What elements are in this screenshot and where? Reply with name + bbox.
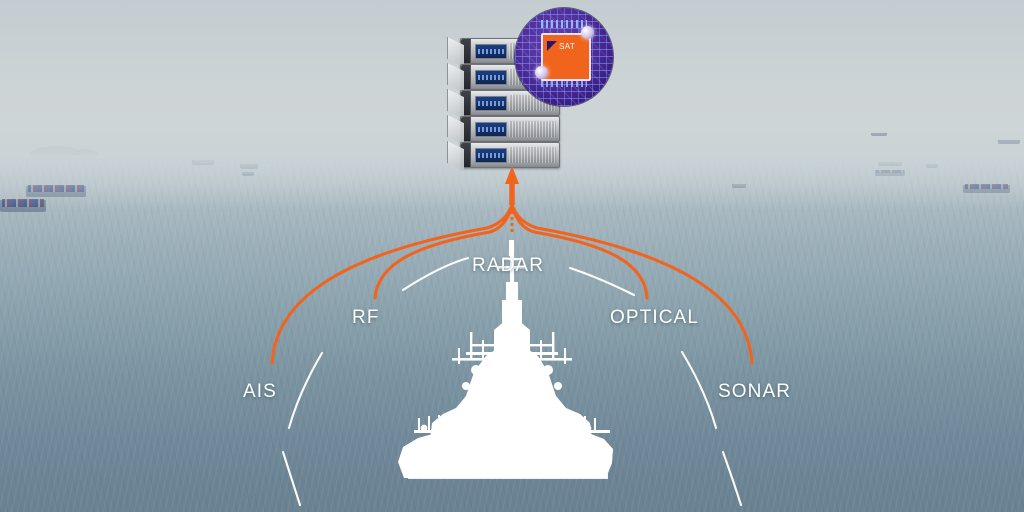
sensor-label-sonar[interactable]: SONAR [718,381,792,402]
chip-die: SAT [541,33,591,81]
server-unit [447,114,560,146]
chip-pins-bottom [541,80,587,87]
link-sonar [510,203,754,365]
arc-separator [281,450,302,507]
arc-separator [680,350,718,430]
sensor-label-rf[interactable]: RF [352,307,380,328]
sensor-label-ais[interactable]: AIS [243,381,277,402]
chip-pad-icon [535,66,548,79]
chip-pad-icon [581,26,594,39]
server-unit [447,140,560,172]
arc-separator [401,256,470,292]
link-optical [510,203,649,300]
arc-separator [721,450,743,507]
arc-separator [287,351,324,430]
uplink-arrow [505,166,519,232]
ai-chip-badge: SAT [515,8,613,106]
link-rf [373,203,514,300]
naval-vessel-silhouette [398,240,613,479]
link-ais [270,203,514,365]
chip-corner-glyph-icon [547,41,557,51]
sensor-label-radar[interactable]: RADAR [472,255,545,276]
chip-pins-top [541,20,587,28]
sensor-label-optical[interactable]: OPTICAL [610,307,699,328]
chip-die-label: SAT [559,42,576,51]
arc-separator [568,266,636,297]
